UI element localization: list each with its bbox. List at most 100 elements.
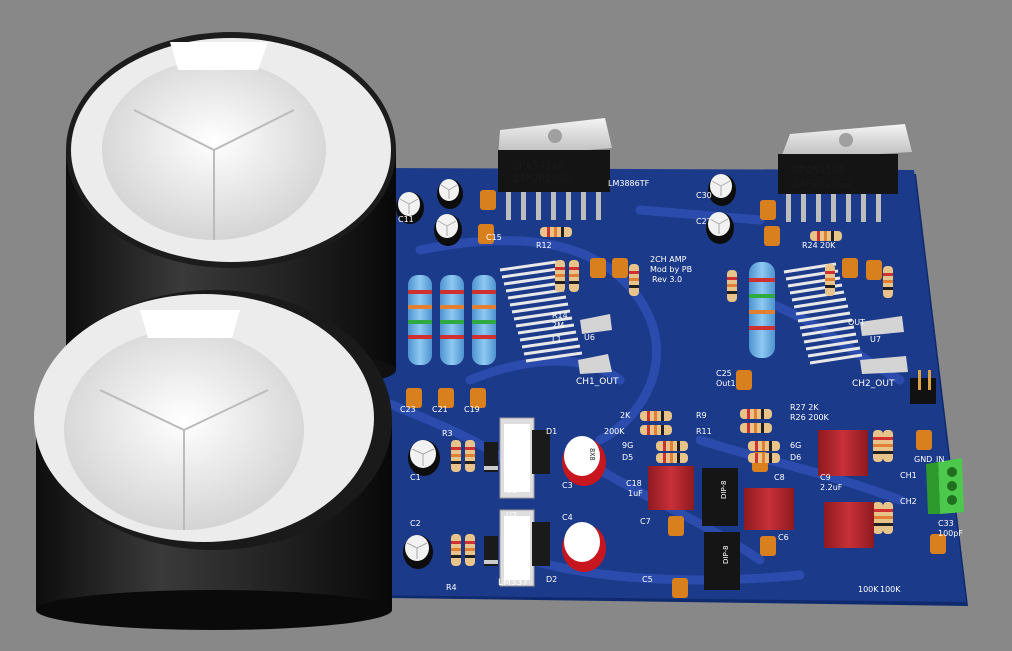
heatsink-fin xyxy=(521,337,579,349)
resistor-band xyxy=(727,291,737,294)
resistor-band xyxy=(727,277,737,280)
resistor-band xyxy=(661,411,664,421)
resistor-band xyxy=(465,454,475,457)
resistor-band xyxy=(825,271,835,274)
resistor-band xyxy=(747,409,750,419)
resistor-band xyxy=(451,548,461,551)
label-c4: C4 xyxy=(562,513,573,522)
label-c19: C19 xyxy=(464,405,480,414)
label-c3: C3 xyxy=(562,481,573,490)
resistor-band xyxy=(883,280,893,283)
heatsink-fin xyxy=(805,339,859,351)
resistor-band xyxy=(883,273,893,276)
resistor-band xyxy=(825,278,835,281)
ch1-label: CH1 xyxy=(900,471,917,480)
heatsink-fin xyxy=(801,325,855,337)
dip-1-label: DIP-8 xyxy=(720,480,728,499)
u6-label: U6 xyxy=(584,333,595,342)
resistor-band xyxy=(647,425,650,435)
resistor-band xyxy=(561,227,564,237)
resistor-band xyxy=(654,411,657,421)
label-r30v: 100K xyxy=(858,585,879,594)
resistor-band xyxy=(661,425,664,435)
silkscreen: 2CH AMP Mod by PB Rev 3.0 CH1_OUT CH2_OU… xyxy=(370,191,963,594)
label-c25: C25 xyxy=(716,369,732,378)
label-c27: C27 xyxy=(696,217,712,226)
heatsink-fin xyxy=(503,274,561,286)
resistor-band xyxy=(547,227,550,237)
bulk-capacitor-2 xyxy=(34,290,392,630)
label-c8: C8 xyxy=(774,473,785,482)
label-c21: C21 xyxy=(432,405,448,414)
resistor-band xyxy=(555,281,565,284)
label-r9: R9 xyxy=(696,411,707,420)
resistor-band xyxy=(754,409,757,419)
resistor-band xyxy=(555,274,565,277)
resistor-band xyxy=(873,523,883,526)
smd-capacitor xyxy=(612,258,628,278)
resistor-band xyxy=(817,231,820,241)
label-r14: R14 xyxy=(552,311,568,320)
resistor-band xyxy=(883,451,893,454)
label-1uf: 1uF xyxy=(628,489,643,498)
diodes xyxy=(484,442,498,566)
smd-capacitor xyxy=(760,200,776,220)
ch2-out-label: CH2_OUT xyxy=(852,379,895,389)
resistor-band xyxy=(831,231,834,241)
resistor-band xyxy=(883,444,893,447)
resistor-band xyxy=(761,409,764,419)
label-d5: D5 xyxy=(622,453,633,462)
resistor-band xyxy=(629,271,639,274)
power-resistors xyxy=(408,262,775,365)
resistor-band xyxy=(451,447,461,450)
label-r29v: 100K xyxy=(880,585,901,594)
label-d6: D6 xyxy=(790,453,801,462)
label-r11: R11 xyxy=(696,427,712,436)
label-c9v: 2.2uF xyxy=(820,483,843,492)
resistor-band xyxy=(629,278,639,281)
smd-capacitor xyxy=(764,226,780,246)
resistor-band xyxy=(465,555,475,558)
label-r26: R26 200K xyxy=(790,413,830,422)
smd-capacitor xyxy=(668,516,684,536)
ch2-label: CH2 xyxy=(900,497,917,506)
out-label: OUT xyxy=(848,318,865,327)
label-r24: R24 xyxy=(802,241,818,250)
film-capacitors xyxy=(648,430,874,548)
resistor-band xyxy=(883,437,893,440)
label-200k: 200K xyxy=(604,427,625,436)
resistor-band xyxy=(824,231,827,241)
in-label: IN xyxy=(936,455,944,464)
smd-capacitor xyxy=(406,388,422,408)
smd-capacitor xyxy=(480,190,496,210)
capacitor-vent xyxy=(440,184,458,199)
label-r4: R4 xyxy=(446,583,457,592)
label-6g: 6G xyxy=(790,441,801,450)
resistor-band xyxy=(761,423,764,433)
smd-capacitor xyxy=(916,430,932,450)
board-title-1: 2CH AMP xyxy=(650,255,687,264)
capacitor-vent xyxy=(411,448,435,466)
label-c5: C5 xyxy=(642,575,653,584)
resistor-band xyxy=(670,453,673,463)
label-c15: C15 xyxy=(486,233,502,242)
heatsink-fin xyxy=(809,353,863,365)
axial-resistors xyxy=(451,227,893,566)
smd-capacitor xyxy=(438,388,454,408)
label-r14v: 2M xyxy=(552,321,564,330)
chip-1-line1: OPA541AP xyxy=(512,159,565,172)
heatsink-fin xyxy=(509,295,567,307)
chip-2-line1: OPA541AP xyxy=(792,164,845,177)
smd-capacitor xyxy=(842,258,858,278)
capacitor-vent xyxy=(437,220,457,236)
heatsink-icon xyxy=(499,260,863,365)
smd-capacitor xyxy=(866,260,882,280)
chip-2-line2: 24P2029G3 xyxy=(792,177,852,190)
resistor-band xyxy=(873,509,883,512)
resistor-band xyxy=(654,425,657,435)
resistor-band xyxy=(873,437,883,440)
resistor-band xyxy=(883,516,893,519)
ch1-out-label: CH1_OUT xyxy=(576,377,619,387)
u7-label: U7 xyxy=(870,335,881,344)
